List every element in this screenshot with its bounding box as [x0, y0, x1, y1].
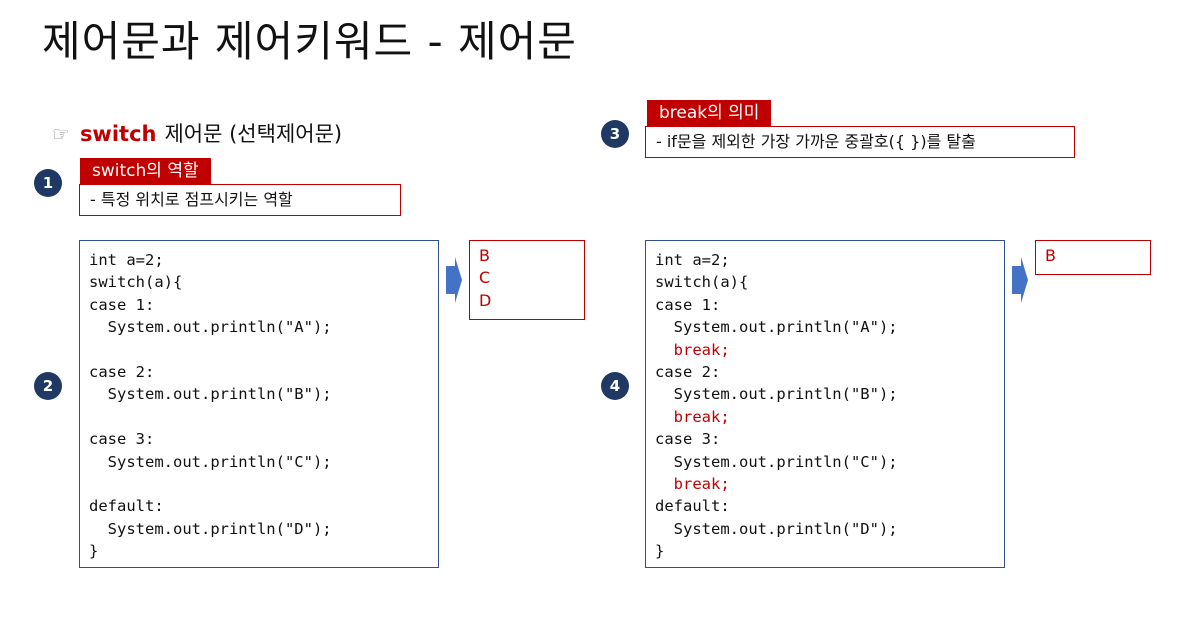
code-line — [89, 406, 429, 428]
step-badge-3: 3 — [601, 120, 629, 148]
code-line: default: — [655, 497, 730, 516]
code-line: case 3: — [89, 430, 155, 449]
output-line: B — [1045, 246, 1056, 265]
code-line: break; — [655, 340, 730, 359]
code-line — [89, 339, 429, 361]
step-badge-2: 2 — [34, 372, 62, 400]
code-line: } — [655, 542, 665, 561]
code-line: System.out.println("B"); — [655, 385, 898, 404]
code-line: default: — [89, 497, 164, 516]
arrow-right-icon — [1012, 257, 1028, 303]
code-line: System.out.println("A"); — [89, 318, 332, 337]
switch-role-description: - 특정 위치로 점프시키는 역할 — [79, 184, 401, 216]
pointing-hand-icon: ☞ — [52, 122, 70, 146]
page-title: 제어문과 제어키워드 - 제어문 — [42, 17, 577, 66]
code-line: System.out.println("D"); — [655, 519, 898, 538]
output-line: D — [479, 290, 492, 310]
section-heading: ☞ switch 제어문 (선택제어문) — [52, 118, 342, 148]
code-line: } — [89, 542, 99, 561]
code-line: case 3: — [655, 430, 721, 449]
step-badge-4: 4 — [601, 372, 629, 400]
switch-role-tag: switch의 역할 — [80, 158, 211, 184]
break-meaning-description: - if문을 제외한 가장 가까운 중괄호({ })를 탈출 — [645, 126, 1075, 158]
code-line: break; — [655, 474, 730, 493]
code-line: case 1: — [89, 295, 155, 314]
code-line: case 1: — [655, 295, 721, 314]
code-line: case 2: — [89, 362, 155, 381]
code-line: System.out.println("B"); — [89, 385, 332, 404]
code-line: System.out.println("C"); — [89, 452, 332, 471]
code-line: switch(a){ — [655, 273, 749, 292]
code-block-with-break: int a=2; switch(a){ case 1: System.out.pri… — [645, 240, 1005, 568]
output-line: C — [479, 268, 491, 288]
heading-keyword: switch — [79, 122, 157, 146]
code-line: int a=2; — [89, 251, 164, 269]
step-badge-1: 1 — [34, 169, 62, 197]
code-line: break; — [655, 407, 730, 426]
code-line: System.out.println("D"); — [89, 519, 332, 538]
output-line: B — [479, 246, 490, 265]
output-box-with-break: B — [1035, 240, 1151, 275]
break-meaning-tag: break의 의미 — [647, 100, 772, 126]
code-line: switch(a){ — [89, 273, 183, 292]
code-block-no-break: int a=2; switch(a){ case 1: System.out.pri… — [79, 240, 439, 568]
heading-text: 제어문 (선택제어문) — [164, 122, 343, 146]
code-line — [89, 473, 429, 495]
code-line: System.out.println("A"); — [655, 318, 898, 337]
code-line: case 2: — [655, 362, 721, 381]
code-line: System.out.println("C"); — [655, 452, 898, 471]
arrow-right-icon — [446, 257, 462, 303]
code-line: int a=2; — [655, 251, 730, 269]
